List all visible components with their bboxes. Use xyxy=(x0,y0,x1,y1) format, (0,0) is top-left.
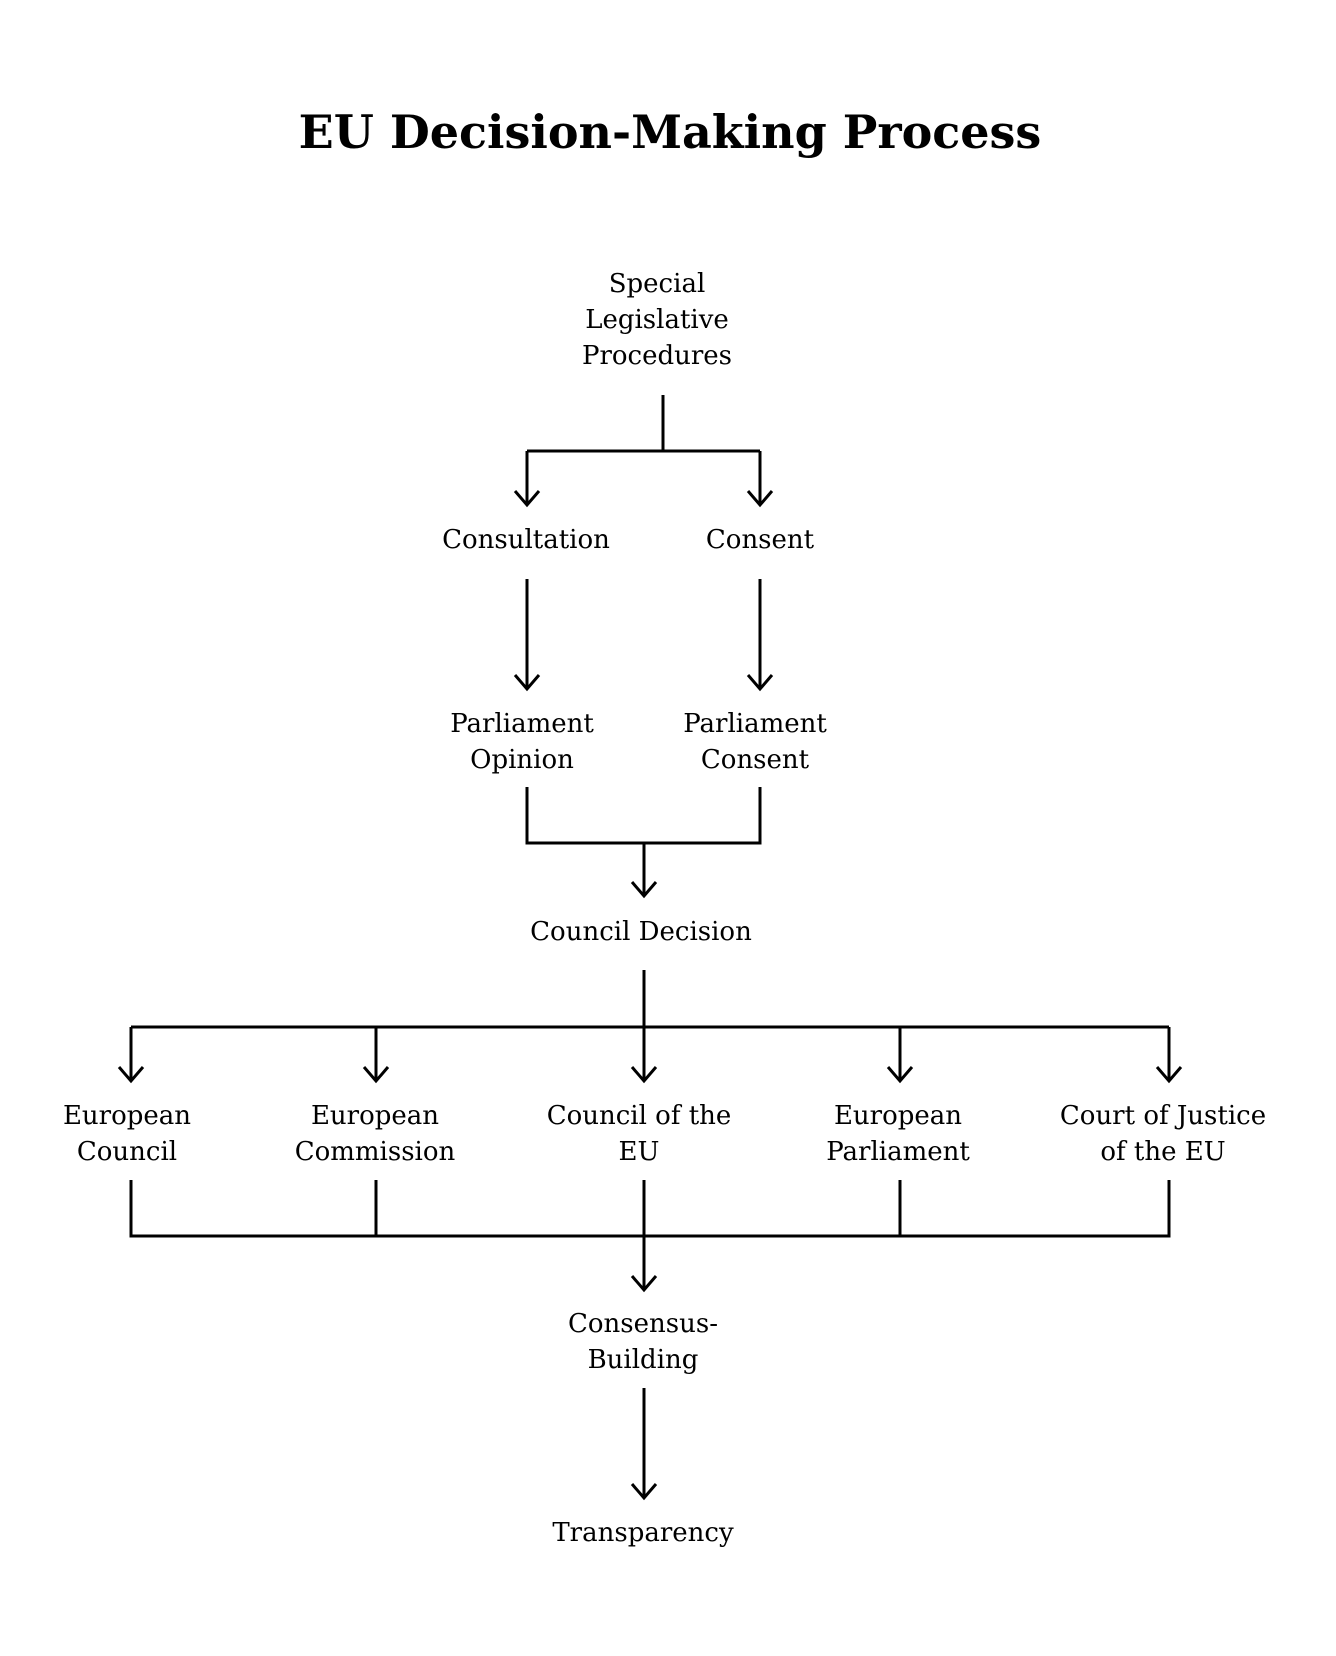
node-label-line: European xyxy=(834,1101,962,1131)
node-label-line: Procedures xyxy=(582,341,732,371)
arrowhead xyxy=(513,674,774,692)
node-label-line: Legislative xyxy=(585,305,729,335)
connector-to-parliament xyxy=(525,579,762,687)
connectors xyxy=(117,395,1183,1501)
arrowhead xyxy=(117,1066,1183,1084)
node-label-line: European xyxy=(311,1101,439,1131)
arrowhead xyxy=(630,1275,658,1293)
node-consultation: Consultation xyxy=(442,525,610,555)
connector-merge-council-decision xyxy=(525,787,762,894)
node-consent: Consent xyxy=(706,525,815,555)
connector-special-split xyxy=(525,395,762,503)
node-label-line: Parliament xyxy=(826,1137,970,1167)
node-court-of-justice: Court of Justice of the EU xyxy=(1060,1101,1266,1167)
node-label-line: Transparency xyxy=(552,1518,734,1548)
node-label-line: Council of the xyxy=(547,1101,732,1131)
node-label-line: Council Decision xyxy=(530,917,752,947)
node-council-decision: Council Decision xyxy=(530,917,752,947)
node-label-line: Court of Justice xyxy=(1060,1101,1266,1131)
arrowhead xyxy=(630,1483,658,1501)
node-label-line: Consultation xyxy=(442,525,610,555)
node-transparency: Transparency xyxy=(552,1518,734,1548)
node-label-line: European xyxy=(63,1101,191,1131)
connector-merge-consensus xyxy=(129,1180,1171,1288)
arrowhead xyxy=(513,490,774,508)
node-label-line: Council xyxy=(77,1137,177,1167)
node-label-line: Commission xyxy=(295,1137,456,1167)
node-label-line: EU xyxy=(619,1137,660,1167)
node-label-line: Special xyxy=(609,269,706,299)
node-label-line: Parliament xyxy=(450,709,594,739)
node-label-line: Parliament xyxy=(683,709,827,739)
node-label-line: Consensus- xyxy=(568,1309,718,1339)
node-consensus-building: Consensus- Building xyxy=(568,1309,718,1375)
diagram-title: EU Decision-Making Process xyxy=(299,105,1042,159)
node-label-line: Consent xyxy=(701,745,810,775)
connector-split-institutions xyxy=(129,970,1171,1079)
node-label-line: Building xyxy=(588,1345,699,1375)
node-label-line: Opinion xyxy=(470,745,574,775)
node-label-line: of the EU xyxy=(1100,1137,1225,1167)
arrowhead xyxy=(630,881,658,899)
node-label-line: Consent xyxy=(706,525,815,555)
